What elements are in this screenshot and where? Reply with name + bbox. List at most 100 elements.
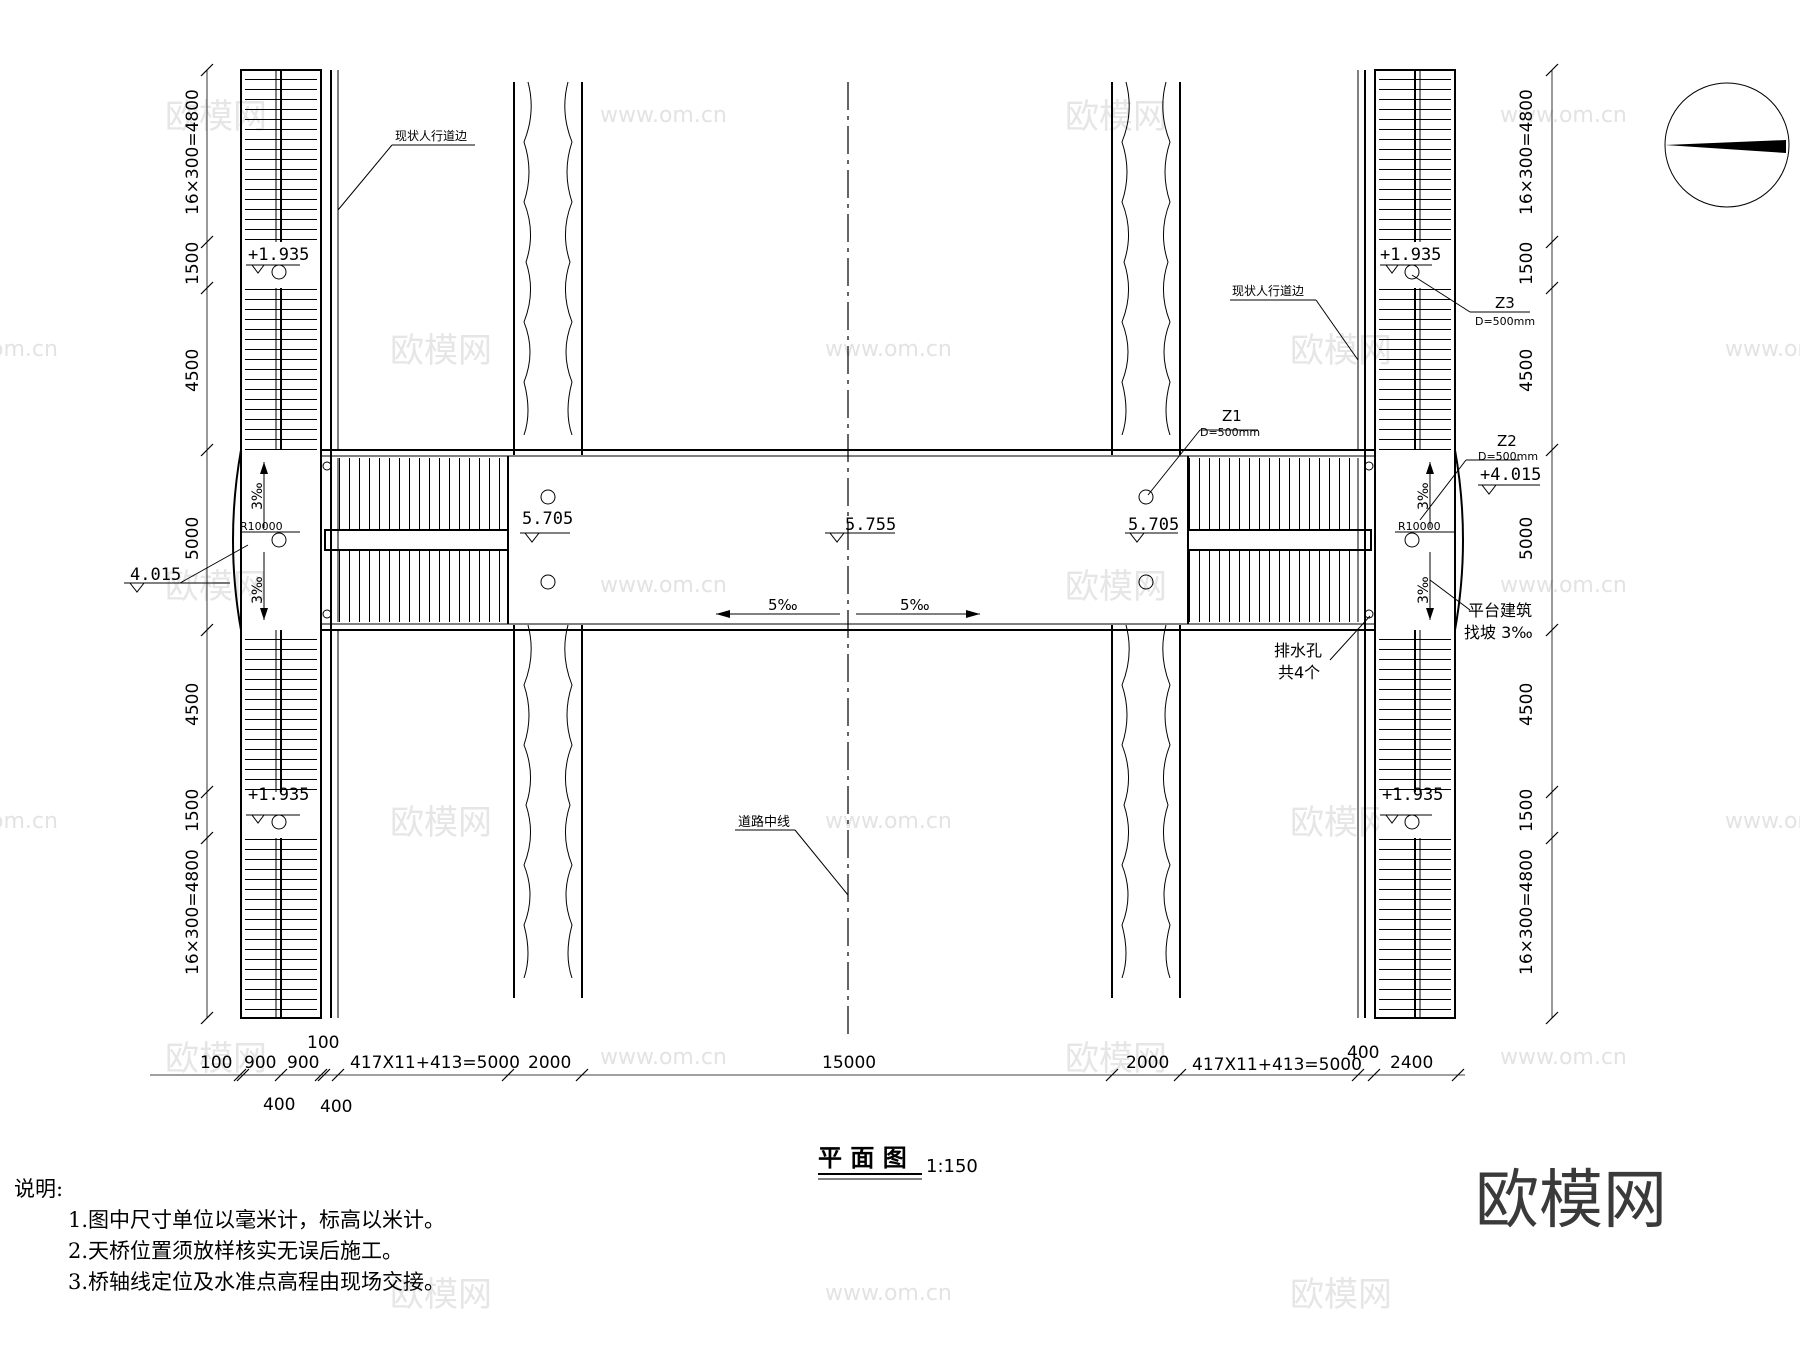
left-vertical-dimensions: 16×300=4800 1500 4500 5000 4500 1500 16×… bbox=[183, 89, 203, 975]
left-stairs bbox=[240, 69, 339, 1019]
elev-landing-right: +4.015 bbox=[1480, 465, 1541, 485]
note-item-2: 2.天桥位置须放样核实无误后施工。 bbox=[68, 1239, 404, 1263]
label-platform-2: 找坡 3‰ bbox=[1464, 623, 1533, 642]
svg-text:www.om.cn: www.om.cn bbox=[825, 1281, 952, 1306]
bottom-dim-12: 400 bbox=[263, 1095, 295, 1115]
elev-bridge-center: 5.755 bbox=[845, 515, 896, 535]
label-platform-1: 平台建筑 bbox=[1468, 601, 1532, 620]
leader-lines bbox=[337, 144, 1530, 896]
elev-ramp-left: 5.705 bbox=[522, 509, 573, 529]
right-dim-6: 1500 bbox=[1517, 789, 1537, 832]
svg-text:欧模网: 欧模网 bbox=[1065, 1039, 1167, 1079]
elev-stair-right-upper: +1.935 bbox=[1380, 245, 1441, 265]
bottom-dim-4: 100 bbox=[307, 1033, 339, 1053]
left-dim-1: 16×300=4800 bbox=[183, 89, 203, 215]
label-road-centerline: 道路中线 bbox=[738, 814, 790, 830]
elev-stair-left-upper: +1.935 bbox=[248, 245, 309, 265]
right-dim-7: 16×300=4800 bbox=[1517, 849, 1537, 975]
left-dim-3: 4500 bbox=[183, 349, 203, 392]
label-slope-a: 3‰ bbox=[250, 482, 266, 510]
svg-text:欧模网: 欧模网 bbox=[1065, 567, 1167, 607]
svg-text:www.om.cn: www.om.cn bbox=[825, 809, 952, 834]
elevation-labels: +1.935 +1.935 +1.935 +1.935 4.015 +4.015… bbox=[130, 245, 1541, 805]
dimension-lines bbox=[150, 63, 1559, 1082]
elev-stair-right-lower: +1.935 bbox=[1382, 785, 1443, 805]
label-slope-5-left: 5‰ bbox=[768, 596, 798, 614]
bottom-dim-7: 15000 bbox=[822, 1053, 876, 1073]
bottom-dim-11: 2400 bbox=[1390, 1053, 1433, 1073]
elev-stair-left-lower: +1.935 bbox=[248, 785, 309, 805]
svg-text:www.om.cn: www.om.cn bbox=[1500, 573, 1627, 598]
elev-landing-left: 4.015 bbox=[130, 565, 181, 585]
median-strips bbox=[513, 81, 1181, 998]
svg-text:www.om.cn: www.om.cn bbox=[600, 1045, 727, 1070]
bottom-dim-2: 900 bbox=[244, 1053, 276, 1073]
label-slope-5-right: 5‰ bbox=[900, 596, 930, 614]
label-z2-d: D=500mm bbox=[1478, 450, 1538, 463]
svg-text:www.om.cn: www.om.cn bbox=[825, 337, 952, 362]
drawing-scale: 1:150 bbox=[926, 1156, 978, 1177]
right-dim-2: 1500 bbox=[1517, 242, 1537, 285]
label-z3-d: D=500mm bbox=[1475, 315, 1535, 328]
svg-text:欧模网: 欧模网 bbox=[1065, 97, 1167, 137]
notes-block: 说明: 1.图中尺寸单位以毫米计，标高以米计。 2.天桥位置须放样核实无误后施工… bbox=[14, 1174, 445, 1298]
right-dim-1: 16×300=4800 bbox=[1517, 89, 1537, 215]
left-dim-5: 4500 bbox=[183, 683, 203, 726]
svg-text:欧模网: 欧模网 bbox=[1290, 1275, 1392, 1315]
right-dim-4: 5000 bbox=[1517, 517, 1537, 560]
bottom-dim-10: 400 bbox=[1347, 1043, 1379, 1063]
left-dim-7: 16×300=4800 bbox=[183, 849, 203, 975]
elev-ramp-right: 5.705 bbox=[1128, 515, 1179, 535]
left-dim-6: 1500 bbox=[183, 789, 203, 832]
note-item-1: 1.图中尺寸单位以毫米计，标高以米计。 bbox=[68, 1208, 446, 1232]
label-slope-c: 3‰ bbox=[1416, 482, 1432, 510]
svg-text:om.cn: om.cn bbox=[0, 337, 58, 362]
label-drain-2: 共4个 bbox=[1278, 663, 1320, 682]
elevation-markers bbox=[124, 264, 1540, 824]
label-z1-d: D=500mm bbox=[1200, 426, 1260, 439]
svg-text:www.om.cn: www.om.cn bbox=[1500, 103, 1627, 128]
north-arrow-icon bbox=[1664, 82, 1790, 208]
label-drain-1: 排水孔 bbox=[1274, 641, 1322, 660]
svg-text:欧模网: 欧模网 bbox=[1290, 803, 1392, 843]
label-sidewalk-right: 现状人行道边 bbox=[1232, 284, 1304, 298]
label-z3: Z3 bbox=[1495, 294, 1515, 312]
label-radius-left: R10000 bbox=[240, 520, 283, 533]
label-slope-b: 3‰ bbox=[250, 576, 266, 604]
bottom-dim-8: 2000 bbox=[1126, 1053, 1169, 1073]
notes-heading: 说明: bbox=[14, 1177, 64, 1201]
svg-text:www.om: www.om bbox=[1725, 809, 1800, 834]
label-z2: Z2 bbox=[1497, 432, 1517, 450]
right-stairs bbox=[1357, 69, 1456, 1019]
bottom-dim-13: 400 bbox=[320, 1097, 352, 1117]
annotation-labels: 现状人行道边 现状人行道边 道路中线 Z1 D=500mm Z2 D=500mm… bbox=[240, 129, 1538, 830]
watermark-grid: www.om.cn www.om.cn om.cn www.om.cn www.… bbox=[0, 97, 1800, 1315]
left-dim-2: 1500 bbox=[183, 242, 203, 285]
svg-text:www.om: www.om bbox=[1725, 337, 1800, 362]
slope-arrows bbox=[240, 462, 1455, 620]
bottom-dim-3: 900 bbox=[287, 1053, 319, 1073]
svg-text:欧模网: 欧模网 bbox=[165, 567, 267, 607]
svg-text:欧模网: 欧模网 bbox=[1290, 331, 1392, 371]
label-slope-d: 3‰ bbox=[1416, 576, 1432, 604]
left-dim-4: 5000 bbox=[183, 517, 203, 560]
svg-text:www.om.cn: www.om.cn bbox=[1500, 1045, 1627, 1070]
svg-text:www.om.cn: www.om.cn bbox=[600, 573, 727, 598]
label-radius-right: R10000 bbox=[1398, 520, 1441, 533]
bottom-dim-9: 417X11+413=5000 bbox=[1192, 1055, 1362, 1075]
brand-watermark: 欧模网 bbox=[1475, 1164, 1667, 1238]
label-z1: Z1 bbox=[1222, 407, 1242, 425]
svg-text:欧模网: 欧模网 bbox=[165, 1039, 267, 1079]
right-vertical-dimensions: 16×300=4800 1500 4500 5000 4500 1500 16×… bbox=[1517, 89, 1537, 975]
label-sidewalk-left: 现状人行道边 bbox=[395, 129, 467, 143]
bottom-dim-5: 417X11+413=5000 bbox=[350, 1053, 520, 1073]
bottom-dim-1: 100 bbox=[200, 1053, 232, 1073]
note-item-3: 3.桥轴线定位及水准点高程由现场交接。 bbox=[68, 1270, 446, 1294]
bridge-deck bbox=[232, 449, 1464, 631]
drawing-title-block: 平 面 图 1:150 bbox=[818, 1144, 978, 1180]
drawing-title: 平 面 图 bbox=[818, 1144, 907, 1172]
svg-text:欧模网: 欧模网 bbox=[390, 803, 492, 843]
svg-text:om.cn: om.cn bbox=[0, 809, 58, 834]
svg-text:www.om.cn: www.om.cn bbox=[600, 103, 727, 128]
